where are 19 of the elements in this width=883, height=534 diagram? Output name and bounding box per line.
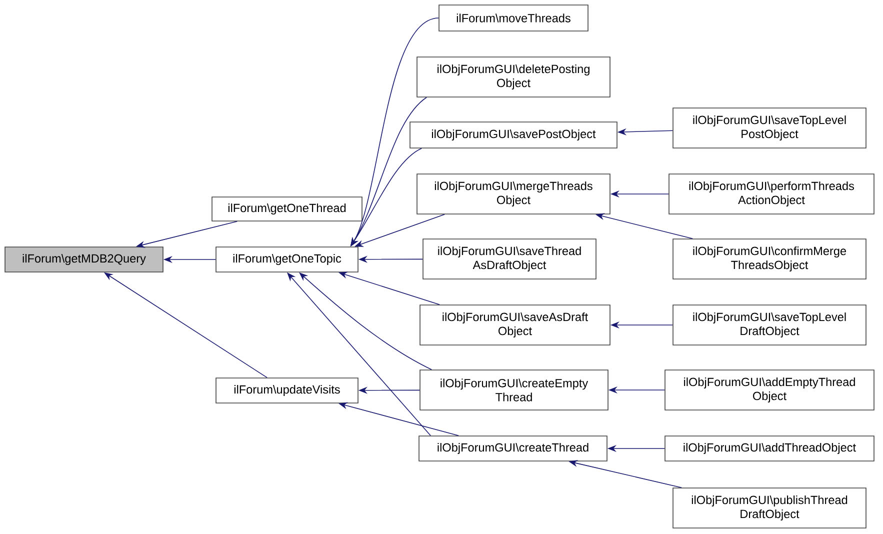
function-box: ilObjForumGUI\createThread — [418, 436, 608, 462]
function-box: ilObjForumGUI\deletePosting Object — [416, 56, 610, 98]
function-box: ilForum\getOneTopic — [216, 246, 358, 272]
function-box: ilObjForumGUI\saveTopLevel DraftObject — [672, 304, 866, 346]
function-box: ilObjForumGUI\addEmptyThread Object — [664, 370, 874, 410]
function-box: ilObjForumGUI\savePostObject — [410, 122, 618, 148]
function-box: ilObjForumGUI\confirmMerge ThreadsObject — [672, 238, 866, 280]
function-box: ilForum\updateVisits — [216, 378, 358, 404]
function-box: ilForum\getMDB2Query — [4, 246, 164, 272]
function-box: ilObjForumGUI\addThreadObject — [664, 436, 874, 462]
function-box: ilObjForumGUI\mergeThreads Object — [416, 174, 610, 214]
function-box: ilObjForumGUI\performThreads ActionObject — [668, 174, 874, 214]
function-box: ilForum\moveThreads — [438, 4, 588, 32]
function-box: ilForum\getOneThread — [212, 196, 362, 222]
function-box: ilObjForumGUI\publishThread DraftObject — [672, 488, 866, 528]
function-box: ilObjForumGUI\saveTopLevel PostObject — [672, 108, 866, 148]
function-box: ilObjForumGUI\saveThread AsDraftObject — [422, 238, 596, 280]
function-box: ilObjForumGUI\createEmpty Thread — [420, 370, 608, 410]
function-box: ilObjForumGUI\saveAsDraft Object — [420, 304, 610, 346]
